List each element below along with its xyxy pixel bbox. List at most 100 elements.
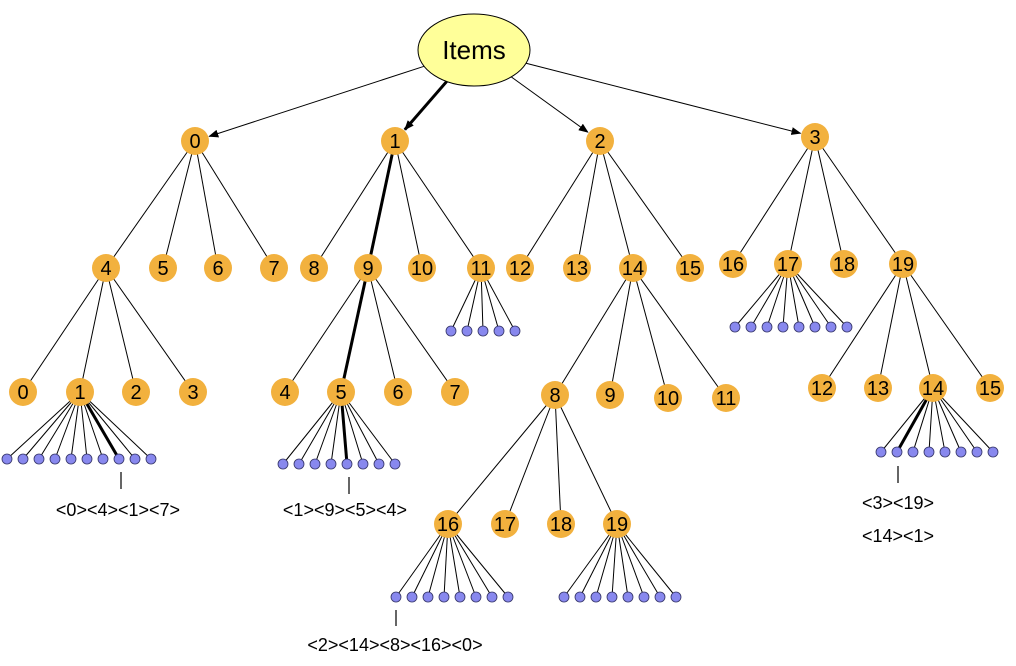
- edge-root-to-n0: [208, 65, 425, 138]
- node-n1_9: 9: [354, 254, 382, 282]
- node-circle-n319_14: [919, 374, 947, 402]
- leaf-edge-n2148_16-7: [447, 523, 509, 598]
- node-circle-n2148_17: [491, 510, 519, 538]
- leaf-dot-n19_5-7: [389, 458, 401, 470]
- leaf-dot-n2148_16-5: [470, 591, 482, 603]
- leaf-dot-n2148_19-0: [558, 591, 570, 603]
- leaf-dot-n04_1-1: [17, 453, 29, 465]
- node-circle-n1_11: [467, 254, 495, 282]
- edge-n1-to-n1_10: [394, 140, 423, 269]
- leaf-dot-n2148_16-1: [406, 591, 418, 603]
- edge-n0-to-n0_5: [162, 140, 196, 269]
- node-circle-n319_12: [808, 374, 836, 402]
- node-label-n3_18: 18: [833, 254, 855, 276]
- node-n1: 1: [381, 127, 409, 155]
- edge-n0_4-to-n04_0: [22, 267, 107, 393]
- node-n214_11: 11: [712, 384, 740, 412]
- node-circle-n04_0: [9, 378, 37, 406]
- leaf-dot-n04_1-0: [1, 453, 13, 465]
- node-n04_1: 1: [66, 378, 94, 406]
- node-label-n1_8: 8: [308, 258, 319, 280]
- leaf-edge-n19_5-7: [340, 391, 396, 465]
- leaf-edge-n04_1-1: [22, 391, 81, 460]
- leaf-dot-n1_11-4: [509, 325, 521, 337]
- node-label-n0: 0: [189, 131, 200, 153]
- node-n2: 2: [586, 127, 614, 155]
- edge-n214_8-to-n2148_17: [504, 394, 556, 525]
- edge-n1-to-n1_9: [366, 140, 397, 269]
- edge-n0_4-to-n04_3: [105, 267, 194, 393]
- node-label-n319_14: 14: [922, 378, 944, 400]
- leaf-dot-n319_14-0: [875, 446, 887, 458]
- leaf-dot-n3_17-0: [729, 321, 741, 333]
- node-n3_16: 16: [719, 250, 747, 278]
- leaf-dot-n3_17-5: [809, 321, 821, 333]
- edge-n1_9-to-n19_6: [367, 267, 399, 393]
- edge-n1_9-to-n19_7: [367, 267, 456, 393]
- edge-n3-to-n3_17: [787, 136, 816, 265]
- path-label-b: <1><9><5><4>: [283, 500, 407, 520]
- node-circle-n3_17: [774, 250, 802, 278]
- leaf-dot-n2148_16-0: [390, 591, 402, 603]
- node-circle-n3_19: [889, 250, 917, 278]
- node-circle-n19_4: [271, 378, 299, 406]
- node-n319_13: 13: [864, 374, 892, 402]
- leaf-edge-n2148_19-7: [616, 523, 677, 598]
- node-circle-n2: [586, 127, 614, 155]
- leaf-dot-n19_5-1: [293, 458, 305, 470]
- root-node: [417, 13, 531, 87]
- node-label-n3: 3: [809, 127, 820, 149]
- leaf-dot-n319_14-1: [891, 446, 903, 458]
- node-circle-n214_10: [654, 384, 682, 412]
- leaf-dot-n2148_19-5: [638, 591, 650, 603]
- node-circle-n2148_18: [547, 510, 575, 538]
- node-circle-n04_1: [66, 378, 94, 406]
- leaf-dot-n3_17-3: [777, 321, 789, 333]
- node-circle-n3: [801, 123, 829, 151]
- edge-n0_4-to-n04_2: [105, 267, 137, 393]
- leaf-dot-n3_17-1: [745, 321, 757, 333]
- leaf-dot-n319_14-6: [971, 446, 983, 458]
- edge-n0-to-n0_4: [105, 140, 196, 269]
- node-n3_19: 19: [889, 250, 917, 278]
- leaf-dot-n3_17-2: [761, 321, 773, 333]
- node-label-n2_15: 15: [679, 258, 701, 280]
- node-label-n319_15: 15: [979, 378, 1001, 400]
- leaf-dot-n19_5-5: [357, 458, 369, 470]
- leaf-edge-n04_1-9: [79, 391, 152, 460]
- node-n214_8: 8: [541, 381, 569, 409]
- node-circle-n04_3: [179, 378, 207, 406]
- edge-n2_14-to-n214_8: [554, 267, 634, 396]
- edge-n3_19-to-n319_15: [902, 263, 991, 389]
- node-circle-n1_9: [354, 254, 382, 282]
- node-label-n1_9: 9: [362, 258, 373, 280]
- leaf-dot-n319_14-3: [923, 446, 935, 458]
- node-circle-n214_9: [596, 381, 624, 409]
- node-label-n3_17: 17: [777, 254, 799, 276]
- leaf-dot-n04_1-3: [49, 453, 61, 465]
- node-label-n2148_19: 19: [606, 514, 628, 536]
- node-label-n1: 1: [389, 131, 400, 153]
- node-circle-n04_2: [122, 378, 150, 406]
- edge-n214_8-to-n2148_18: [554, 394, 562, 525]
- node-circle-n0: [181, 127, 209, 155]
- edge-n2_14-to-n214_9: [609, 267, 634, 396]
- leaf-dot-n3_17-4: [793, 321, 805, 333]
- path-label-c-line2: <14><1>: [862, 526, 934, 546]
- leaf-dot-n2148_19-3: [606, 591, 618, 603]
- node-n0_4: 4: [92, 254, 120, 282]
- node-label-n2148_16: 16: [437, 514, 459, 536]
- node-circle-n19_7: [441, 378, 469, 406]
- leaf-dot-n2148_19-6: [654, 591, 666, 603]
- node-circle-n1_10: [408, 254, 436, 282]
- leaf-dot-n2148_19-2: [590, 591, 602, 603]
- node-circle-n0_4: [92, 254, 120, 282]
- node-circle-n19_5: [327, 378, 355, 406]
- leaf-dot-n19_5-3: [325, 458, 337, 470]
- edge-n2-to-n2_12: [519, 140, 601, 269]
- leaf-dot-n1_11-0: [445, 325, 457, 337]
- leaf-dot-n1_11-2: [477, 325, 489, 337]
- node-n19_6: 6: [384, 378, 412, 406]
- path-label-a: <0><4><1><7>: [56, 500, 180, 520]
